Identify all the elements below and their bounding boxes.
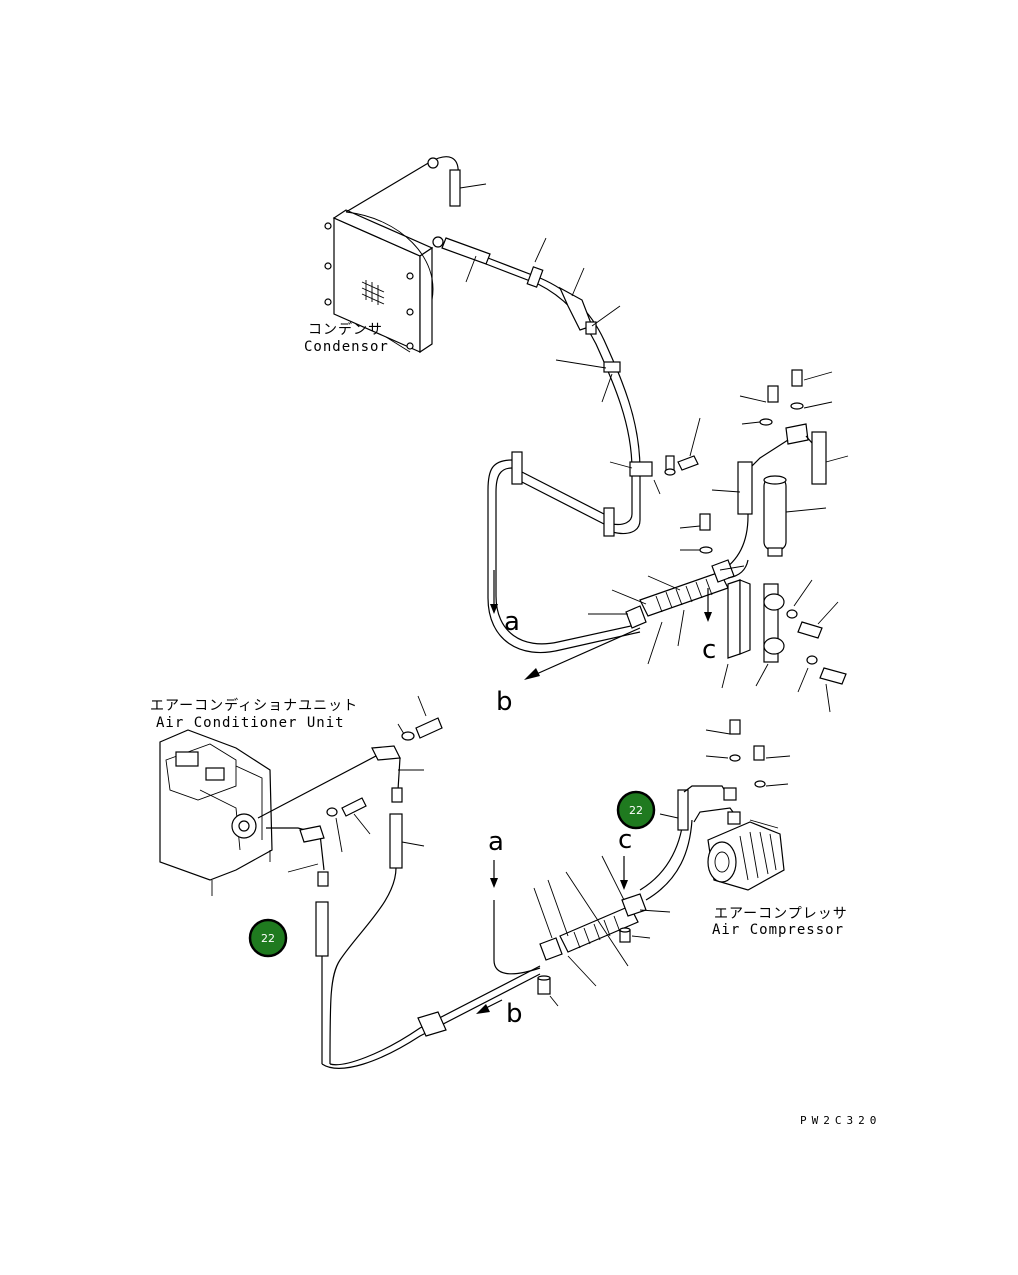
mount-bracket-right [721,579,847,713]
compressor-label-jp: エアーコンプレッサ [714,906,848,922]
marker-c-top: c [702,635,716,665]
condensor-hose-upper [345,156,487,213]
part-badge-upper-text: 22 [629,804,643,817]
pipe-sleeve-upper [524,559,749,680]
drawing-code: PW2C320 [800,1114,881,1127]
air-conditioner-unit [159,729,273,896]
pipe-sleeve-lower [533,855,671,1007]
compressor-label-en: Air Compressor [712,922,844,938]
pipe-to-a-top [487,459,641,654]
condensor-label-jp: コンデンサ [308,321,383,338]
lower-pipe-run [321,860,541,1069]
condensor-outlet-pipe [432,236,661,535]
part-badge-lower: 22 [248,918,288,958]
marker-c-bottom: c [618,825,632,855]
ac-unit-label-en: Air Conditioner Unit [156,715,345,731]
marker-b-top: b [496,687,513,717]
air-compressor [639,719,791,901]
ac-unit-hoses [257,695,443,1065]
marker-b-bottom: b [506,999,523,1029]
bolt-set-upper [664,417,701,476]
pipe-bracket-bar [511,451,615,537]
condensor [324,209,434,354]
ac-unit-label-jp: エアーコンディショナユニット [150,697,358,714]
part-badge-lower-text: 22 [261,932,275,945]
marker-a-bottom: a [488,827,504,857]
marker-a-top: a [504,607,520,637]
condensor-label-en: Condensor [304,339,389,355]
part-badge-upper: 22 [616,790,656,830]
receiver-drier [679,369,849,573]
